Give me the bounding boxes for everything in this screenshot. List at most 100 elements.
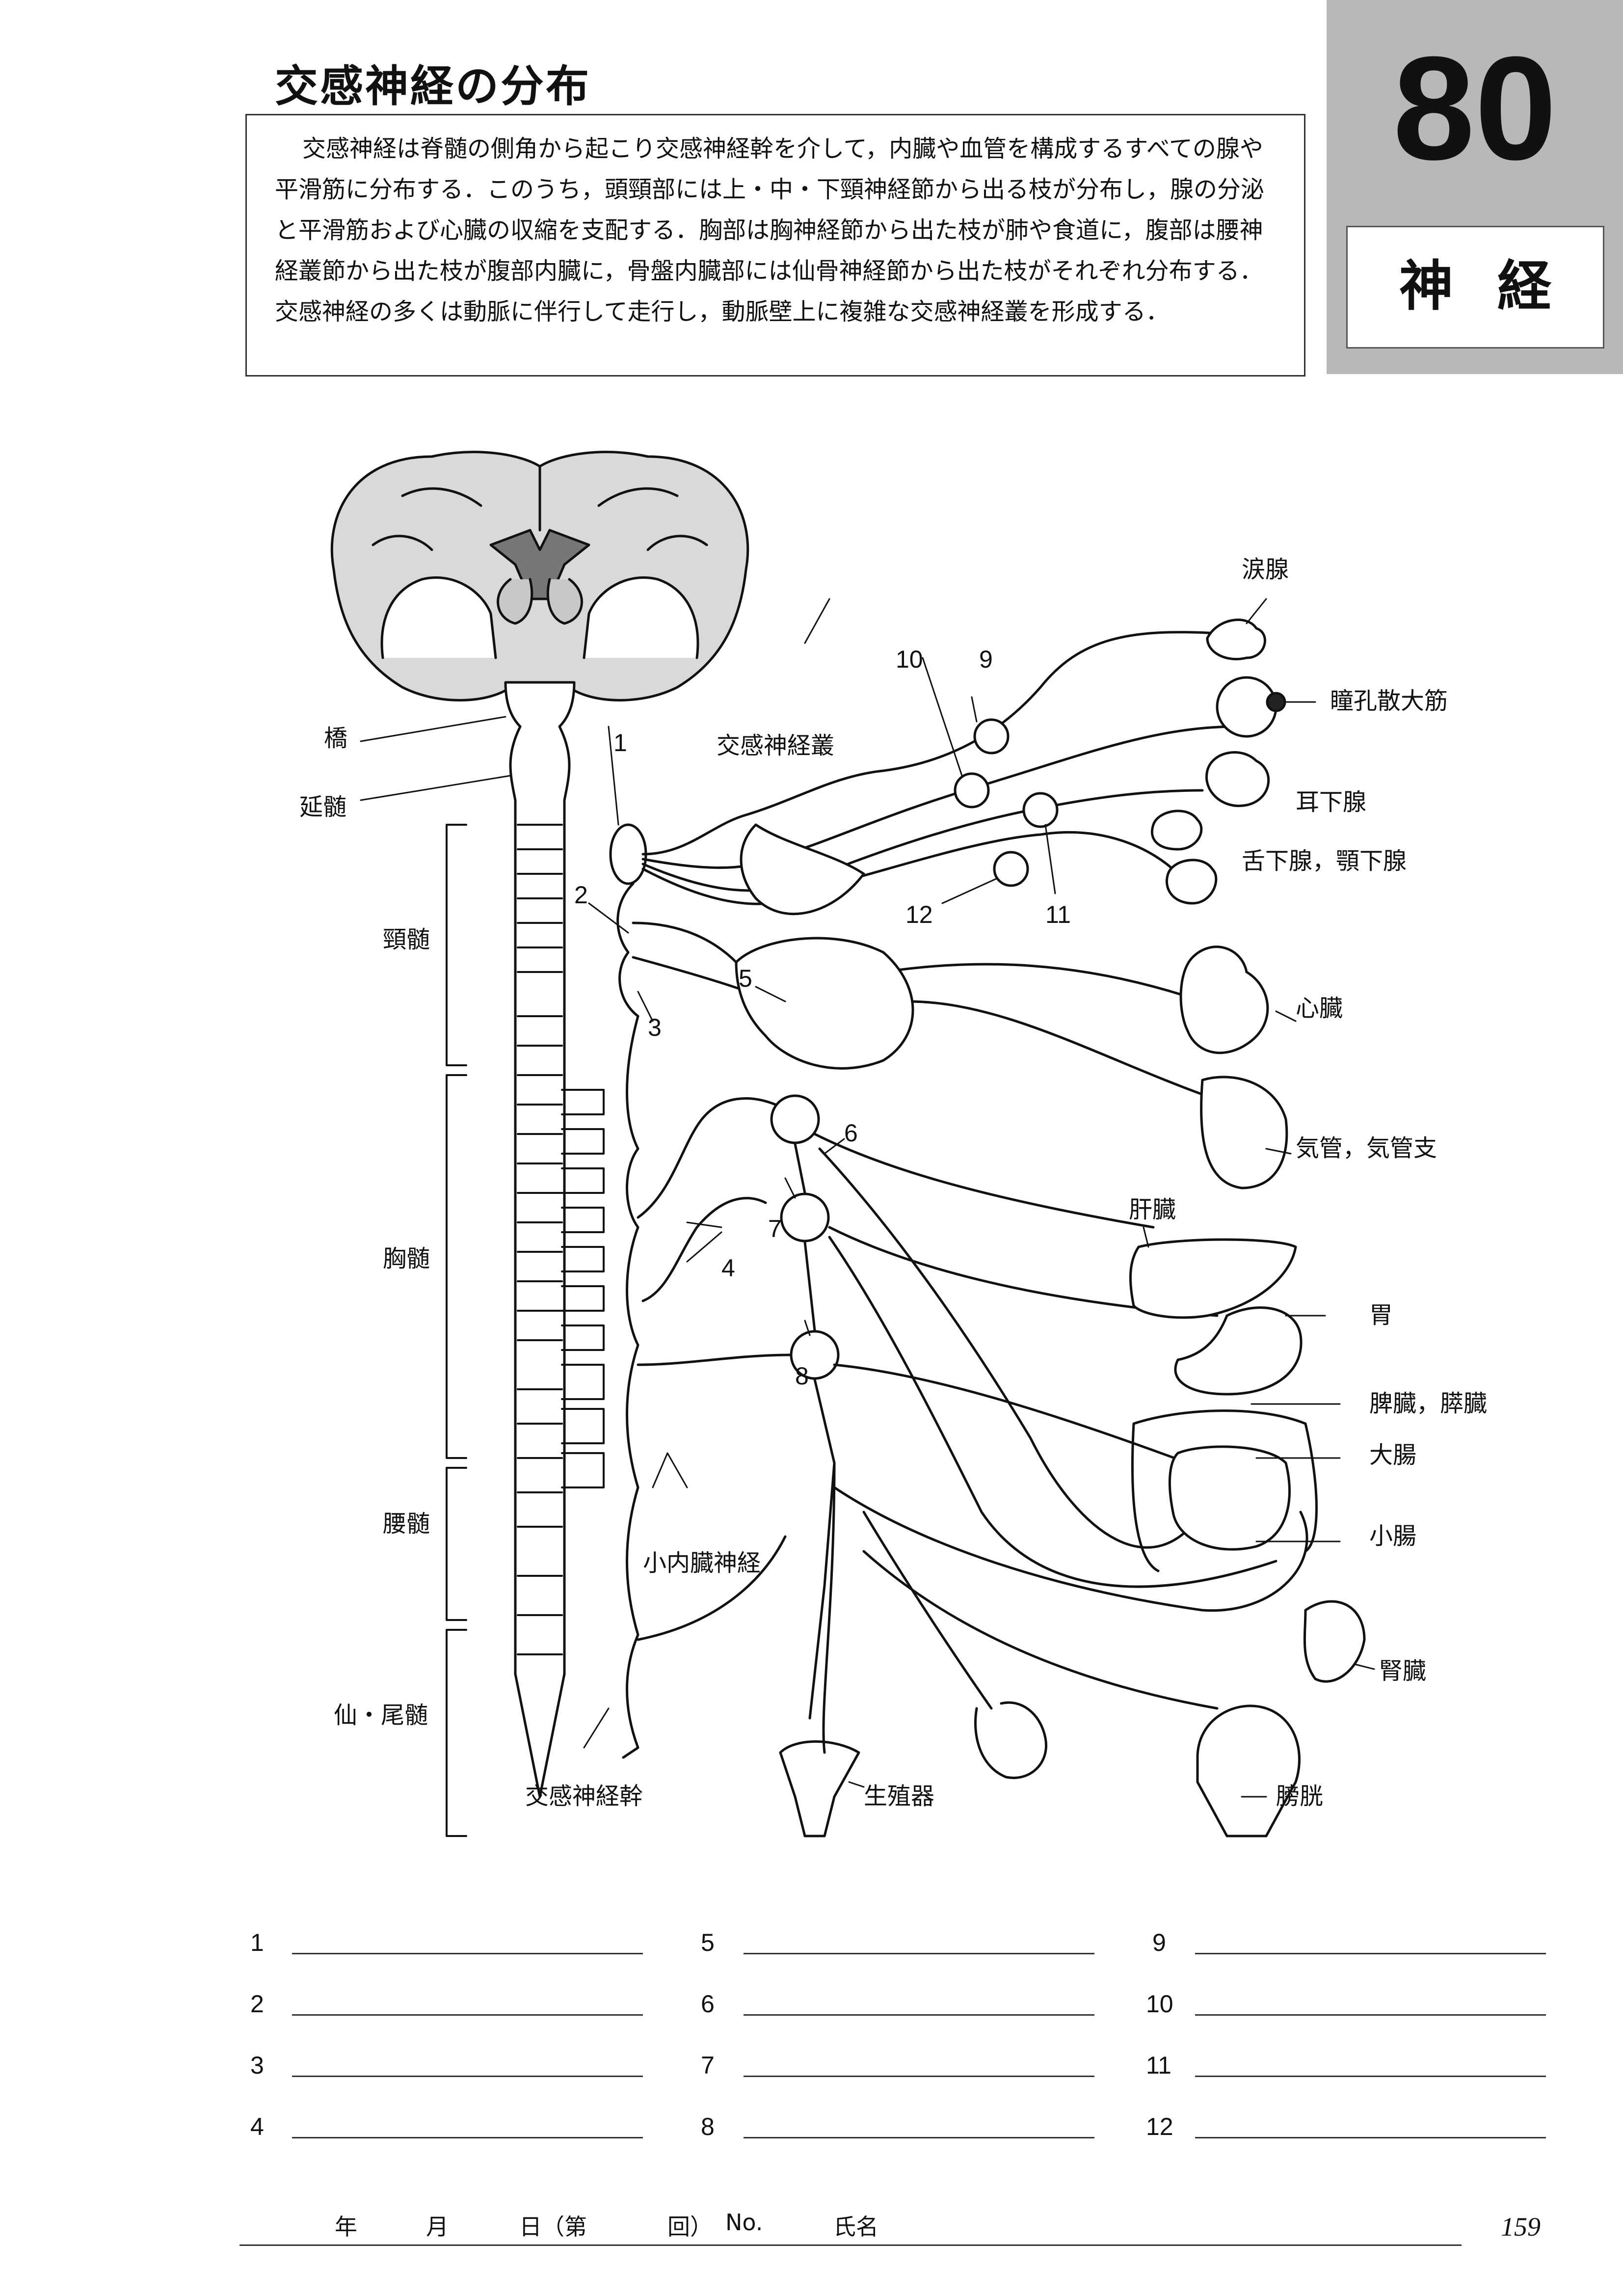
vertebrae — [561, 1089, 605, 1488]
footer-month: 月 — [426, 2214, 449, 2240]
label-number-1: 1 — [613, 729, 627, 756]
label-thoracic-cord: 胸髄 — [383, 1245, 430, 1272]
answer-line-11[interactable] — [1195, 2076, 1546, 2077]
bladder-illustration — [1196, 1704, 1301, 1837]
label-lesser-splanchnic: 小内臓神経 — [643, 1549, 761, 1577]
label-bladder: 膀胱 — [1276, 1783, 1323, 1810]
liver-illustration — [1129, 1238, 1297, 1319]
label-number-11: 11 — [1045, 901, 1071, 928]
label-medulla: 延髄 — [299, 793, 346, 821]
ganglion-9 — [973, 718, 1010, 755]
label-genital: 生殖器 — [864, 1783, 934, 1810]
ganglion-7 — [780, 1192, 830, 1243]
label-number-6: 6 — [844, 1119, 858, 1147]
heart-illustration — [1179, 945, 1269, 1054]
answer-number-6: 6 — [701, 1990, 715, 2018]
label-pons: 橋 — [324, 725, 347, 752]
kidney-illustration — [1303, 1600, 1366, 1683]
answer-line-4[interactable] — [292, 2137, 643, 2138]
parotid-gland-illustration — [1205, 751, 1270, 807]
label-number-2: 2 — [574, 881, 588, 909]
footer-no: No. — [725, 2209, 763, 2236]
spinal-segments — [517, 824, 563, 1655]
chapter-number: 80 — [1393, 26, 1557, 190]
label-parotid-gland: 耳下腺 — [1296, 788, 1366, 816]
answer-number-3: 3 — [250, 2052, 264, 2079]
answer-number-10: 10 — [1146, 1990, 1173, 2018]
answer-number-9: 9 — [1152, 1929, 1166, 1956]
small-intestine-illustration — [1168, 1445, 1291, 1551]
label-cervical-cord: 頸髄 — [383, 926, 430, 953]
footer-line — [239, 2244, 1462, 2246]
label-liver: 肝臓 — [1129, 1196, 1176, 1223]
label-sympathetic-plexus: 交感神経叢 — [717, 732, 834, 759]
label-kidney: 腎臓 — [1379, 1657, 1426, 1685]
label-sacral-cord: 仙・尾髄 — [334, 1702, 428, 1729]
answer-number-4: 4 — [250, 2113, 264, 2140]
footer-times: 回） — [667, 2214, 713, 2240]
label-lacrimal-gland: 涙腺 — [1242, 556, 1289, 583]
label-lumbar-cord: 腰髄 — [383, 1510, 430, 1538]
sympathetic-trunk — [611, 823, 639, 1759]
description-box — [245, 114, 1305, 377]
label-colon: 大腸 — [1369, 1441, 1416, 1469]
label-number-12: 12 — [905, 901, 933, 928]
answer-number-5: 5 — [701, 1929, 715, 1956]
label-number-3: 3 — [648, 1014, 662, 1041]
label-pupil-dilator: 瞳孔散大筋 — [1330, 687, 1448, 715]
label-number-9: 9 — [979, 646, 993, 673]
stomach-illustration — [1174, 1306, 1303, 1396]
label-trachea: 気管，気管支 — [1296, 1134, 1437, 1162]
answer-line-7[interactable] — [744, 2076, 1094, 2077]
answer-line-3[interactable] — [292, 2076, 643, 2077]
answer-line-6[interactable] — [744, 2014, 1094, 2016]
male-genital-illustration — [974, 1701, 1047, 1779]
lacrimal-gland-illustration — [1206, 619, 1266, 661]
answer-line-12[interactable] — [1195, 2137, 1546, 2138]
chapter-label-box: 神経 — [1346, 226, 1604, 349]
label-sympathetic-trunk: 交感神経幹 — [525, 1783, 643, 1810]
answer-line-5[interactable] — [744, 1953, 1094, 1954]
label-spleen-pancreas: 脾臓，膵臓 — [1369, 1390, 1487, 1417]
label-number-7: 7 — [768, 1215, 782, 1243]
ganglion-12 — [993, 851, 1029, 887]
description-text: 交感神経は脊髄の側角から起こり交感神経幹を介して，内臓や血管を構成するすべての腺… — [275, 135, 1265, 325]
answer-number-1: 1 — [250, 1929, 264, 1956]
answer-line-9[interactable] — [1195, 1953, 1546, 1954]
label-number-10: 10 — [896, 646, 923, 673]
ganglion-11 — [1022, 792, 1059, 828]
footer-name: 氏名 — [833, 2214, 878, 2240]
label-number-4: 4 — [721, 1254, 735, 1282]
answer-line-1[interactable] — [292, 1953, 643, 1954]
page-title: 交感神経の分布 — [275, 61, 591, 111]
sublingual-gland-illustration — [1165, 859, 1218, 905]
eye-illustration — [1216, 676, 1277, 738]
answer-line-10[interactable] — [1195, 2014, 1546, 2016]
ganglion-10 — [954, 772, 990, 809]
label-number-5: 5 — [739, 965, 752, 992]
ganglion-6 — [770, 1094, 820, 1144]
label-heart: 心臓 — [1296, 995, 1343, 1022]
answer-number-11: 11 — [1146, 2052, 1171, 2079]
page-number: 159 — [1501, 2212, 1541, 2242]
answer-line-2[interactable] — [292, 2014, 643, 2016]
answer-number-2: 2 — [250, 1990, 264, 2018]
colon-illustration — [1131, 1409, 1318, 1572]
answer-line-8[interactable] — [744, 2137, 1094, 2138]
sympathetic-nerve-diagram: 涙腺 瞳孔散大筋 耳下腺 舌下腺，顎下腺 心臓 気管，気管支 肝臓 胃 脾臓，膵… — [299, 451, 1487, 1837]
uterus-illustration — [779, 1740, 860, 1837]
lung-trachea-illustration — [1200, 1076, 1288, 1189]
label-number-8: 8 — [795, 1362, 809, 1390]
answer-number-7: 7 — [701, 2052, 715, 2079]
brain-illustration — [330, 451, 749, 702]
answer-number-8: 8 — [701, 2113, 715, 2140]
footer-day: 日（第 — [519, 2214, 587, 2240]
chapter-tab: 80 神経 — [1327, 0, 1623, 374]
answer-number-12: 12 — [1146, 2113, 1173, 2140]
label-sublingual-gland: 舌下腺，顎下腺 — [1242, 847, 1407, 875]
footer-year: 年 — [335, 2214, 357, 2240]
spinal-cord — [504, 681, 576, 1798]
superior-cervical-ganglion — [609, 823, 647, 885]
chapter-label: 神経 — [1399, 255, 1596, 318]
label-small-intestine: 小腸 — [1369, 1522, 1416, 1550]
